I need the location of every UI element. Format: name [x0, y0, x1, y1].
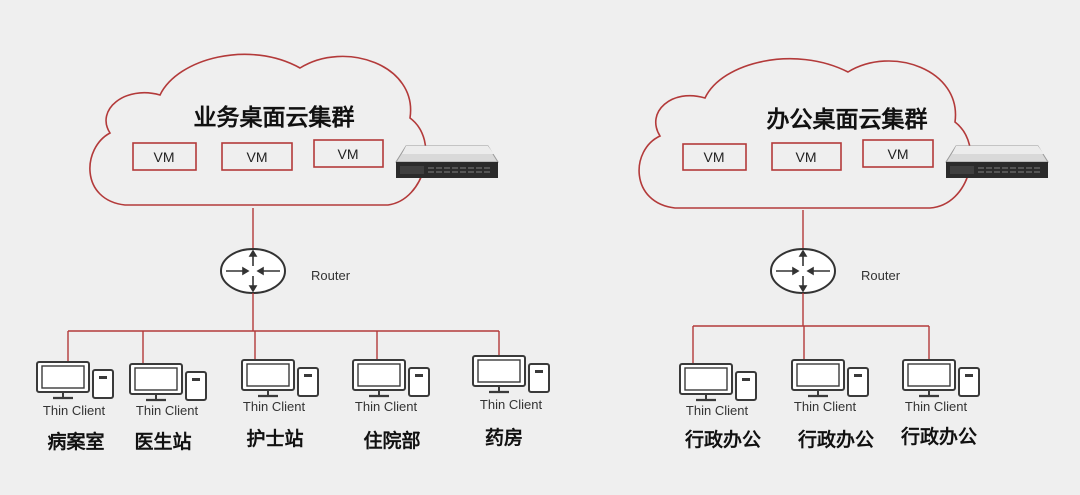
department-label: 行政办公	[684, 428, 761, 451]
department-label: 护士站	[246, 427, 303, 450]
vm-box: VM	[862, 139, 934, 168]
svg-text:VM: VM	[796, 149, 817, 165]
thin-client-icon	[678, 362, 758, 402]
router-label: Router	[311, 268, 351, 283]
thin-client-icon	[790, 358, 870, 398]
vm-box: VM	[682, 143, 747, 171]
right-cloud	[638, 57, 972, 209]
department-label: 行政办公	[797, 428, 874, 451]
thin-client-icon	[240, 358, 320, 398]
server-icon	[945, 145, 1049, 179]
thin-client-label: Thin Client	[905, 399, 968, 414]
svg-text:VM: VM	[704, 149, 725, 165]
router-label: Router	[861, 268, 901, 283]
department-label: 住院部	[363, 429, 420, 452]
router-icon	[770, 248, 836, 294]
left-cloud	[89, 53, 427, 206]
thin-client-icon	[35, 360, 115, 400]
right-cluster-title: 办公桌面云集群	[767, 106, 928, 133]
department-label: 医生站	[134, 430, 191, 453]
left-cluster-title: 业务桌面云集群	[194, 104, 355, 131]
svg-text:VM: VM	[888, 146, 909, 162]
right-cluster: 办公桌面云集群 VM VM VM Router Thin Client Thin…	[638, 57, 1049, 451]
department-label: 药房	[485, 426, 523, 449]
thin-client-label: Thin Client	[136, 403, 199, 418]
thin-client-icon	[901, 358, 981, 398]
thin-client-icon	[471, 354, 551, 394]
server-icon	[395, 145, 499, 179]
vm-box: VM	[132, 142, 197, 171]
thin-client-label: Thin Client	[794, 399, 857, 414]
left-cluster: 业务桌面云集群 VM VM VM Router Thin Client	[35, 53, 551, 453]
thin-client-label: Thin Client	[243, 399, 306, 414]
thin-client-label: Thin Client	[480, 397, 543, 412]
thin-client-label: Thin Client	[686, 403, 749, 418]
thin-client-label: Thin Client	[355, 399, 418, 414]
thin-client-label: Thin Client	[43, 403, 106, 418]
thin-client-icon	[351, 358, 431, 398]
svg-text:VM: VM	[338, 146, 359, 162]
vm-box: VM	[771, 142, 842, 171]
department-label: 病案室	[47, 430, 104, 453]
svg-text:VM: VM	[247, 149, 268, 165]
svg-text:VM: VM	[154, 149, 175, 165]
vm-box: VM	[221, 142, 293, 171]
router-icon	[220, 248, 286, 294]
vm-box: VM	[313, 139, 384, 168]
department-label: 行政办公	[900, 425, 977, 448]
thin-client-icon	[128, 362, 208, 402]
